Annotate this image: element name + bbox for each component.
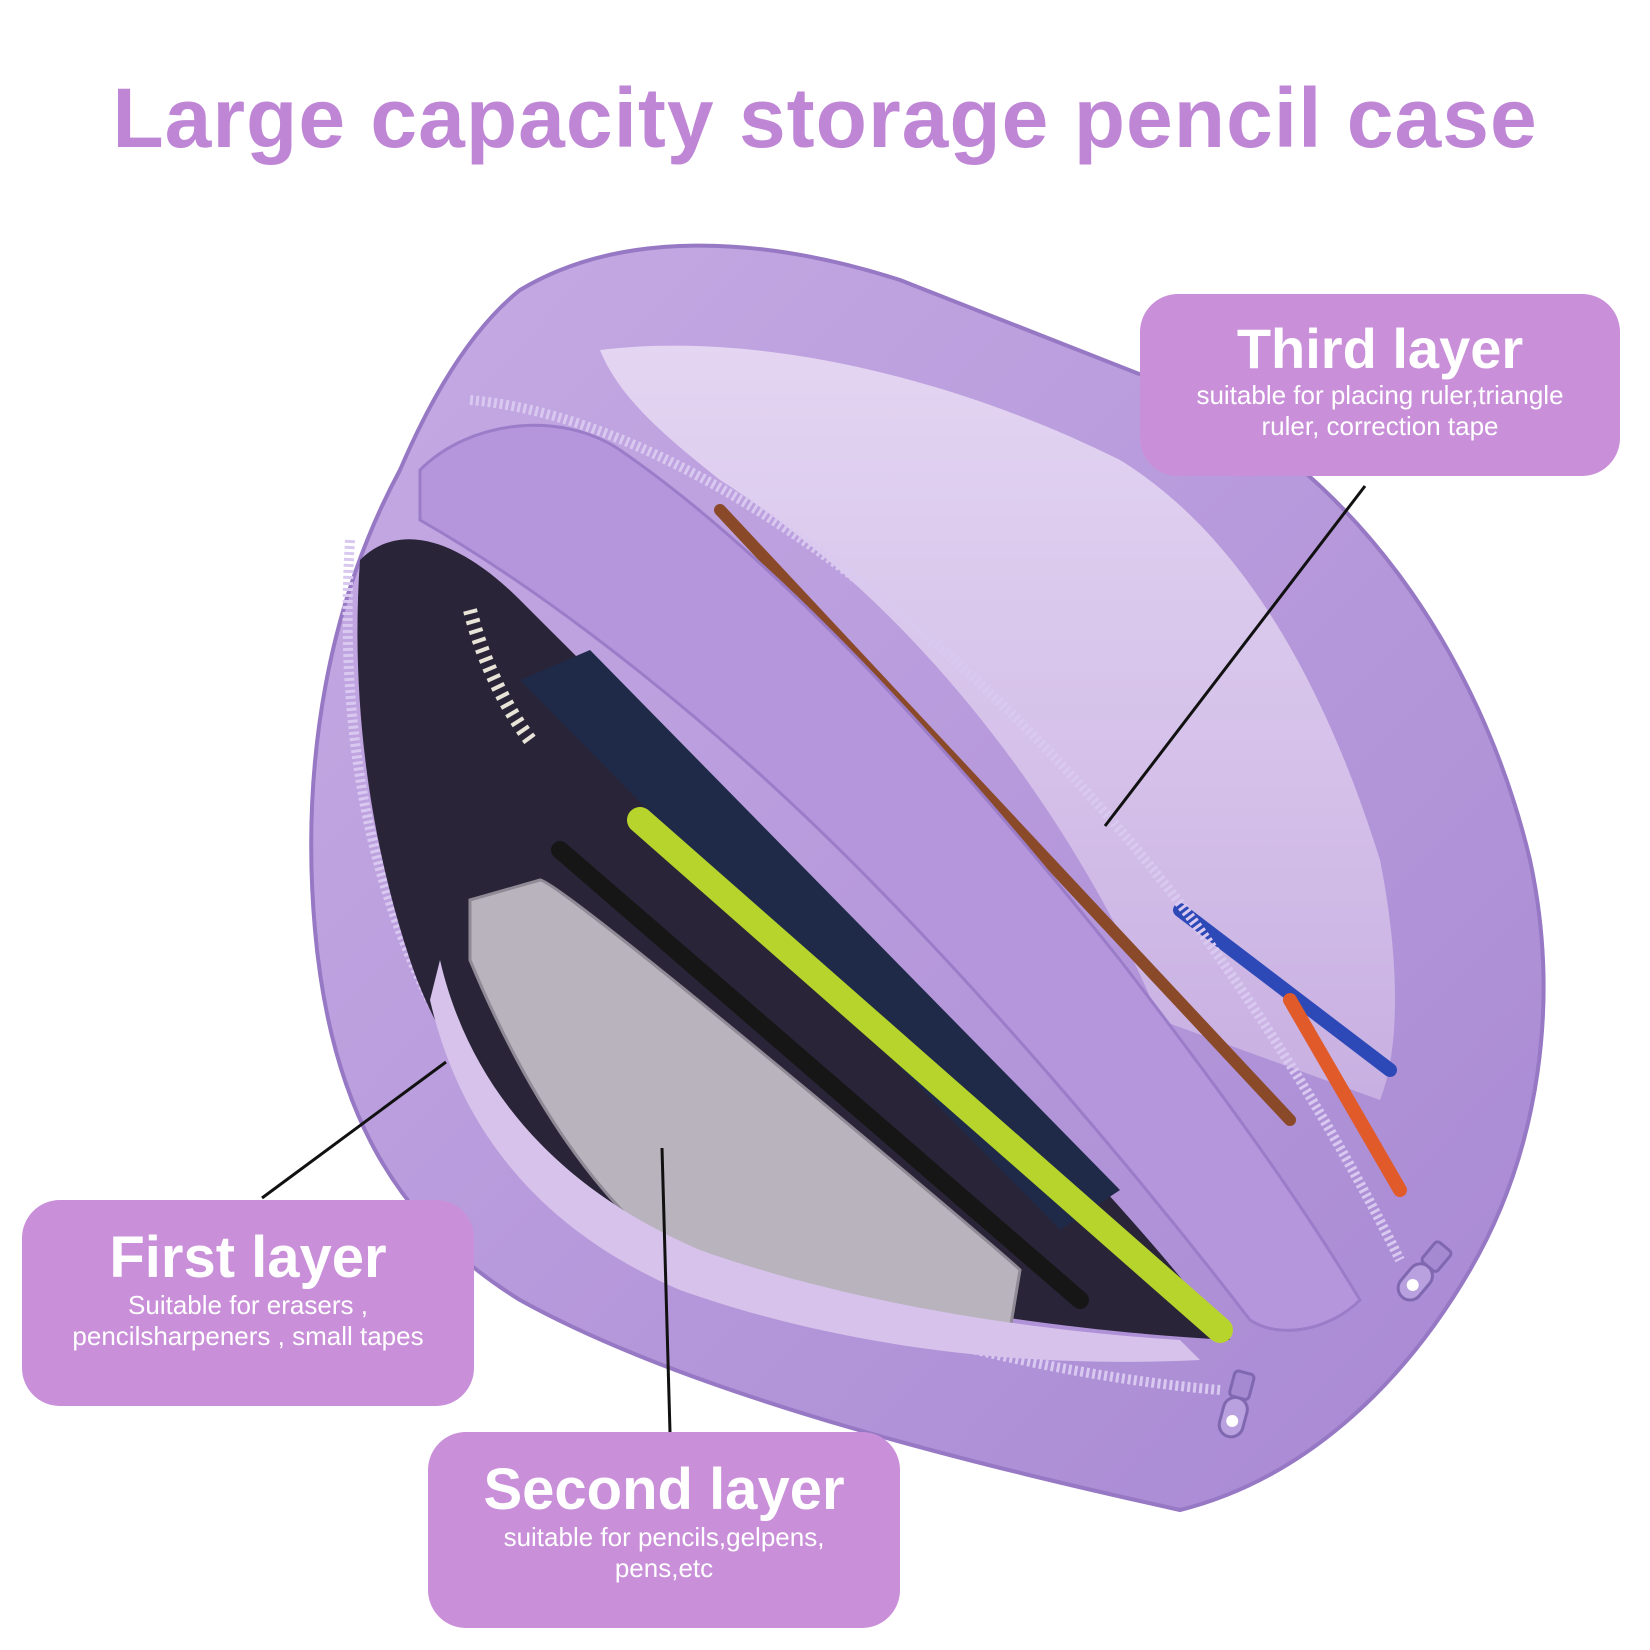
zipper-track-lower: [342, 539, 1221, 1395]
third-layer-desc-line2: ruler, correction tape: [1261, 410, 1499, 441]
pencil-brown: [714, 504, 1296, 1126]
pen-green: [627, 807, 1233, 1343]
first-layer-desc-line2: pencilsharpeners , small tapes: [72, 1320, 424, 1351]
zipper-pull-right: [1396, 1240, 1453, 1302]
second-layer-callout: Second layer suitable for pencils,gelpen…: [428, 1432, 900, 1628]
third-layer-desc-line1: suitable for placing ruler,triangle: [1196, 379, 1564, 410]
middle-divider: [418, 423, 1362, 1332]
pen-orange: [1283, 993, 1407, 1197]
second-layer-desc-line1: suitable for pencils,gelpens,: [503, 1521, 825, 1552]
third-layer-pocket: [600, 345, 1395, 1101]
third-layer-heading: Third layer: [1236, 317, 1524, 380]
first-layer-desc-line1: Suitable for erasers ,: [128, 1289, 368, 1320]
first-layer-heading: First layer: [109, 1225, 387, 1290]
zipper-pull-bottom: [1217, 1369, 1256, 1439]
pointer-line-third: [1103, 485, 1367, 827]
pointer-line-first: [261, 1060, 447, 1200]
third-layer-callout: Third layer suitable for placing ruler,t…: [1140, 294, 1620, 476]
notebook: [520, 650, 1120, 1230]
zipper-track-upper: [469, 395, 1405, 1263]
page-title: Large capacity storage pencil case: [112, 71, 1538, 165]
second-layer-desc-line2: pens,etc: [614, 1552, 714, 1583]
pointer-line-second: [660, 1147, 672, 1433]
second-layer-heading: Second layer: [483, 1457, 845, 1522]
first-layer-callout: First layer Suitable for erasers , penci…: [22, 1200, 474, 1406]
pen-black: [551, 841, 1089, 1309]
pen-blue: [1173, 903, 1397, 1077]
